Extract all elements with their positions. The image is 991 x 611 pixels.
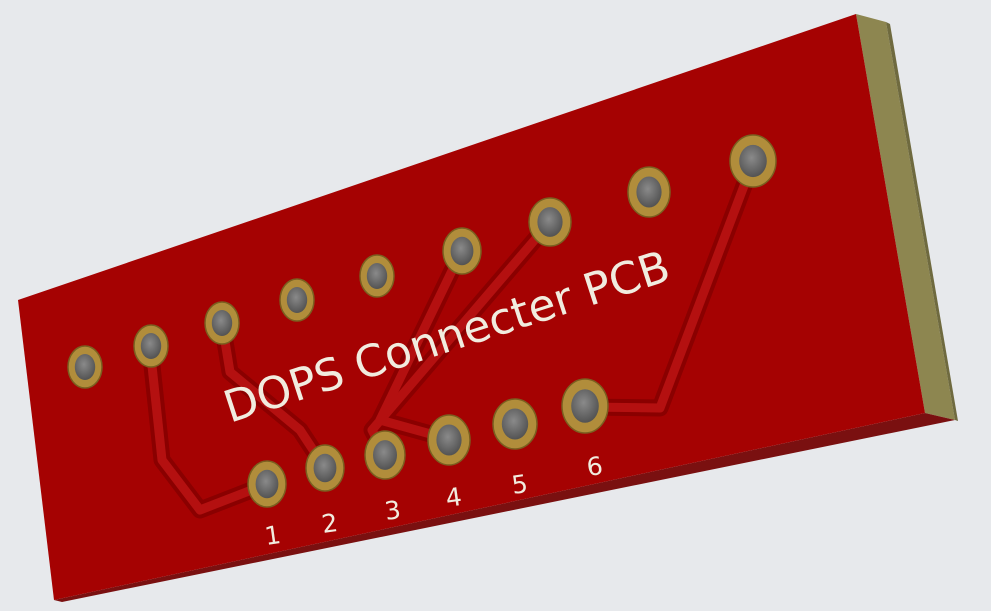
- bottom-row-pad-4: [427, 414, 471, 466]
- board-edge-shade: [886, 22, 958, 421]
- pin-label-2: 2: [320, 508, 340, 539]
- board-bottom-edge: [54, 413, 955, 602]
- top-row-pad-9: [729, 134, 777, 188]
- pin-label-1: 1: [263, 520, 283, 551]
- top-row-pad-8: [627, 166, 671, 218]
- pad-group: [67, 134, 777, 508]
- bottom-row-pad-1: [247, 460, 287, 508]
- board-edge: [856, 14, 955, 420]
- pin-label-6: 6: [585, 451, 605, 482]
- pin-label-3: 3: [383, 495, 403, 526]
- pin-label-5: 5: [510, 469, 530, 500]
- pin-label-4: 4: [444, 482, 464, 513]
- traces-highlight: [145, 157, 758, 515]
- pin-labels: 1 2 3 4 5 6: [263, 451, 605, 551]
- bottom-row-pad-2: [305, 444, 345, 492]
- top-row-pad-4: [279, 278, 315, 322]
- top-row-pad-1: [67, 345, 103, 389]
- top-row-pad-2: [133, 324, 169, 368]
- bottom-row-pad-6: [561, 378, 609, 434]
- top-row-pad-6: [442, 227, 482, 275]
- bottom-row-pad-5: [492, 398, 538, 450]
- top-row-pad-5: [359, 254, 395, 298]
- top-row-pad-7: [528, 197, 572, 247]
- top-row-pad-3: [204, 301, 240, 345]
- bottom-row-pad-3: [364, 430, 406, 480]
